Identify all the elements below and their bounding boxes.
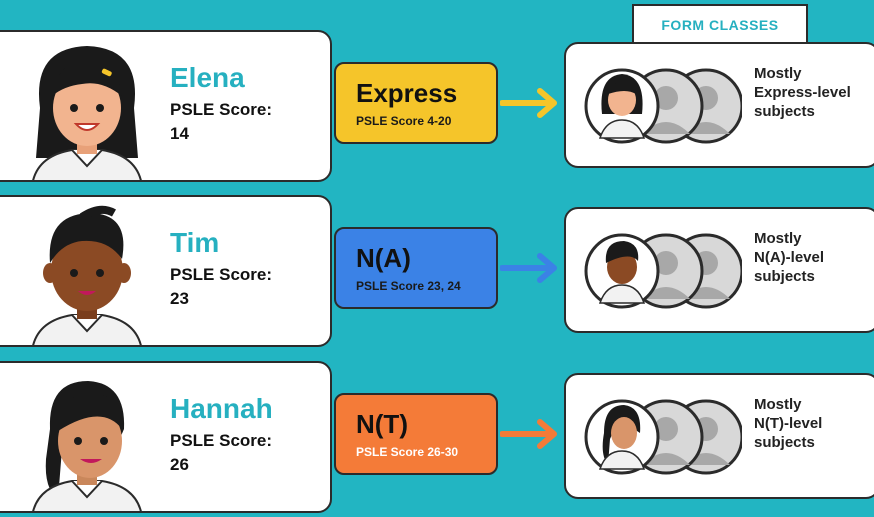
student-name: Tim [170, 227, 220, 258]
stream-score-range: PSLE Score 4-20 [356, 114, 452, 128]
form-class-card: Mostly N(T)-level subjects [564, 373, 874, 499]
stream-box-express: Express PSLE Score 4-20 [334, 62, 498, 144]
score-value: 14 [170, 124, 189, 143]
classmates-group-icon [584, 68, 742, 144]
form-classes-tab: FORM CLASSES [632, 4, 808, 44]
form-class-description: Mostly N(T)-level subjects [754, 396, 823, 451]
student-row-elena: Elena PSLE Score: 14 Express PSLE Score … [0, 30, 874, 190]
score-value: 23 [170, 289, 189, 308]
arrow-right-icon [500, 88, 557, 118]
stream-name: N(A) [356, 243, 411, 273]
student-row-hannah: Hannah PSLE Score: 26 N(T) PSLE Score 26… [0, 361, 874, 517]
score-value: 26 [170, 455, 189, 474]
student-avatar-icon [32, 46, 142, 180]
stream-score-range: PSLE Score 23, 24 [356, 279, 461, 293]
stream-box-na: N(A) PSLE Score 23, 24 [334, 227, 498, 309]
stream-box-nt: N(T) PSLE Score 26-30 [334, 393, 498, 475]
student-card: Tim PSLE Score: 23 [0, 195, 332, 347]
student-avatar-icon [32, 381, 142, 511]
classmates-group-icon [584, 233, 742, 309]
stream-name: N(T) [356, 409, 408, 439]
student-card: Hannah PSLE Score: 26 [0, 361, 332, 513]
form-class-description: Mostly N(A)-level subjects [754, 230, 825, 285]
score-label: PSLE Score: [170, 100, 273, 119]
student-name: Elena [170, 62, 245, 93]
student-card: Elena PSLE Score: 14 [0, 30, 332, 182]
student-row-tim: Tim PSLE Score: 23 N(A) PSLE Score 23, 2… [0, 195, 874, 355]
score-label: PSLE Score: [170, 431, 273, 450]
arrow-right-icon [500, 253, 557, 283]
arrow-right-icon [500, 419, 557, 449]
stream-score-range: PSLE Score 26-30 [356, 445, 459, 459]
student-name: Hannah [170, 393, 273, 424]
student-avatar-icon [32, 205, 142, 345]
form-class-card: Mostly N(A)-level subjects [564, 207, 874, 333]
stream-name: Express [356, 78, 458, 108]
classmates-group-icon [584, 399, 742, 475]
form-class-card: Mostly Express-level subjects [564, 42, 874, 168]
score-label: PSLE Score: [170, 265, 273, 284]
form-class-description: Mostly Express-level subjects [754, 65, 851, 120]
